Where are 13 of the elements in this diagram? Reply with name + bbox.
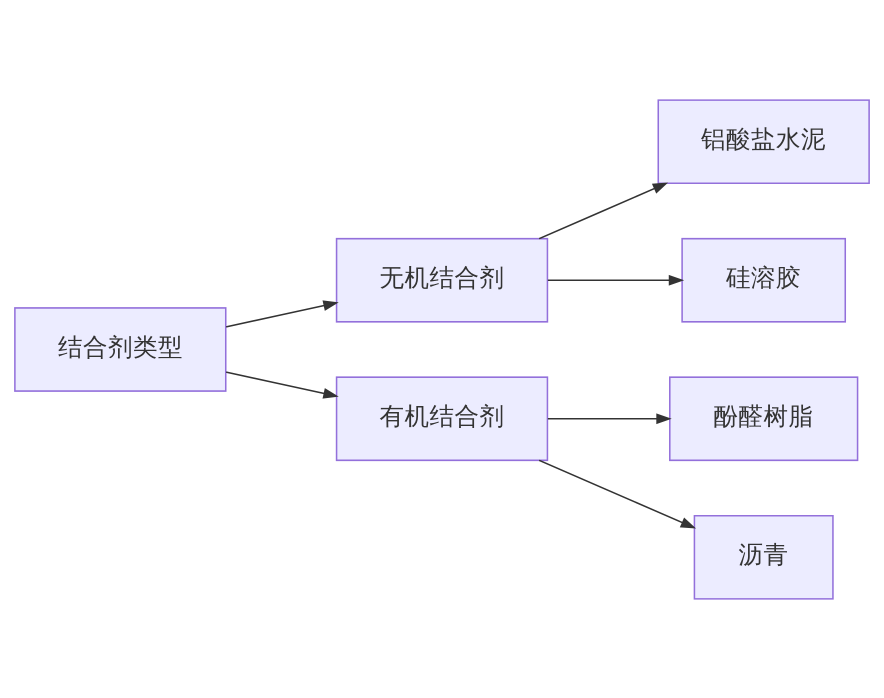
node-box: 无机结合剂 [336,237,548,322]
arrow [226,370,339,398]
node-box: 酚醛树脂 [669,376,858,461]
node-box: 沥青 [694,514,834,600]
arrow [538,182,668,239]
arrow [548,274,684,286]
node-box: 有机结合剂 [336,376,548,461]
node-box: 结合剂类型 [14,306,227,392]
node-box: 硅溶胶 [681,237,846,322]
arrow [548,412,672,424]
node-box: 铝酸盐水泥 [657,98,870,184]
arrow [538,459,696,528]
arrow [226,300,339,328]
